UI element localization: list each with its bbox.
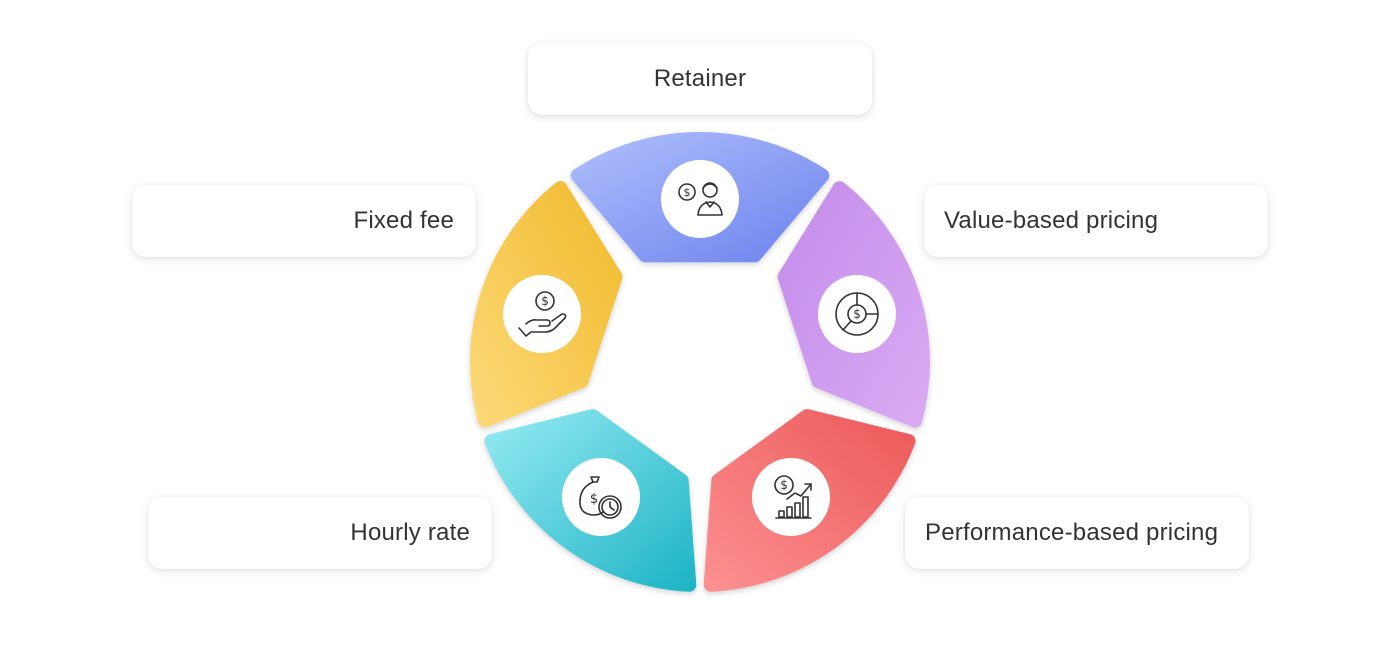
chart-dollar-icon: $ [818,275,896,353]
money-bag-clock-icon: $ [562,458,640,536]
svg-text:$: $ [541,294,549,308]
svg-text:$: $ [684,186,691,199]
wheel-icons: $ $ [503,160,896,536]
label-value-based-pricing: Value-based pricing [924,185,1268,257]
label-fixed-fee: Fixed fee [132,185,476,257]
label-hourly-rate-text: Hourly rate [350,519,470,546]
svg-text:$: $ [590,492,598,507]
label-performance-based-pricing: Performance-based pricing [905,497,1249,569]
label-fixed-fee-text: Fixed fee [353,207,454,234]
label-retainer: Retainer [528,43,872,115]
svg-text:$: $ [853,307,861,321]
svg-text:$: $ [780,478,788,492]
hand-coin-icon: $ [503,275,581,353]
label-hourly-rate: Hourly rate [148,497,492,569]
label-performance-based-pricing-text: Performance-based pricing [925,519,1219,546]
label-retainer-text: Retainer [653,65,747,92]
label-value-based-pricing-text: Value-based pricing [944,207,1159,234]
retainer-icon: $ [661,160,739,238]
growth-dollar-icon: $ [752,458,830,536]
